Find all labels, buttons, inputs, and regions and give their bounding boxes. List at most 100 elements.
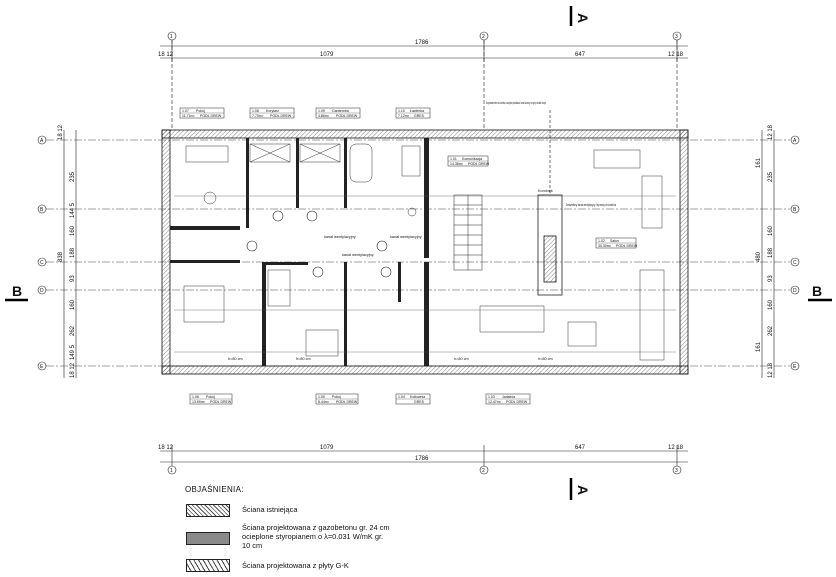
outer-walls xyxy=(161,129,689,375)
svg-text:18 12: 18 12 xyxy=(70,362,76,378)
svg-text:Doprowadzenie do kominka z wnę: Doprowadzenie do kominka z wnętrza podda… xyxy=(486,101,546,105)
dim-edge-left-bottom: 18 12 xyxy=(158,445,174,451)
svg-text:Pokój: Pokój xyxy=(332,395,341,399)
legend-label-aac: Ściana projektowana z gazobetonu gr. 24 … xyxy=(242,523,390,550)
svg-text:h=80 cm: h=80 cm xyxy=(296,357,311,361)
svg-text:PODŁ DREW: PODŁ DREW xyxy=(506,400,528,404)
svg-text:160: 160 xyxy=(70,299,76,310)
dim-edge-left-top: 18 12 xyxy=(158,52,174,58)
svg-text:160: 160 xyxy=(768,299,774,310)
svg-text:188: 188 xyxy=(70,247,76,258)
svg-text:235: 235 xyxy=(768,171,774,182)
svg-text:B: B xyxy=(40,207,44,213)
svg-text:188: 188 xyxy=(768,247,774,258)
room-tags-inner: 1.01 Komunikacja 14.38m² PODŁ DREW 1.02 … xyxy=(447,155,638,249)
svg-text:kanał wentylacyjny: kanał wentylacyjny xyxy=(324,235,356,239)
svg-text:1.02: 1.02 xyxy=(598,239,605,243)
svg-text:A: A xyxy=(575,13,591,23)
dim-right-span-bottom: 647 xyxy=(575,445,586,451)
svg-text:3: 3 xyxy=(675,34,678,40)
svg-text:h=80 cm: h=80 cm xyxy=(454,357,469,361)
svg-text:B: B xyxy=(12,283,22,299)
svg-text:1: 1 xyxy=(170,34,173,40)
section-marker-bottom: A xyxy=(569,478,591,500)
svg-text:161: 161 xyxy=(756,341,762,352)
svg-text:B: B xyxy=(793,207,797,213)
legend-swatch-existing xyxy=(186,504,230,517)
svg-text:480: 480 xyxy=(756,251,762,262)
svg-text:Jadalnia: Jadalnia xyxy=(502,395,515,399)
svg-text:PODŁ DREW: PODŁ DREW xyxy=(270,114,292,118)
axis-bubbles-left: A B C D E xyxy=(37,135,47,371)
furniture xyxy=(183,143,665,361)
svg-text:C: C xyxy=(40,260,44,266)
svg-text:E: E xyxy=(40,364,44,370)
svg-text:7.12m²: 7.12m² xyxy=(398,114,410,118)
legend-swatch-gk xyxy=(186,559,230,572)
svg-text:12 18: 12 18 xyxy=(768,124,774,140)
svg-text:12.47m²: 12.47m² xyxy=(488,400,502,404)
svg-text:1: 1 xyxy=(170,468,173,474)
svg-text:3: 3 xyxy=(675,468,678,474)
section-marker-top: A xyxy=(569,6,591,26)
door-markers xyxy=(246,210,392,278)
svg-text:262: 262 xyxy=(768,325,774,336)
legend-swatch-aac xyxy=(186,532,230,545)
room-tags-bottom: 1.06 Pokój 13.99m² PODŁ DREW 1.05 Pokój … xyxy=(189,393,531,405)
svg-text:13.99m²: 13.99m² xyxy=(192,400,206,404)
svg-text:11.71m²: 11.71m² xyxy=(182,114,195,118)
svg-text:30.30m²: 30.30m² xyxy=(598,244,612,248)
svg-text:144 5: 144 5 xyxy=(70,202,76,218)
section-marker-right: B xyxy=(808,283,832,302)
svg-text:E: E xyxy=(793,364,797,370)
svg-text:PODŁ DREW: PODŁ DREW xyxy=(200,114,222,118)
dim-right-span-top: 647 xyxy=(575,52,586,58)
svg-text:A: A xyxy=(793,138,797,144)
svg-text:B: B xyxy=(812,283,822,299)
svg-text:GRES: GRES xyxy=(414,400,425,404)
dim-edge-right-bottom: 12 18 xyxy=(668,445,684,451)
svg-text:A: A xyxy=(40,138,44,144)
svg-text:GRES: GRES xyxy=(414,114,425,118)
svg-text:1.04: 1.04 xyxy=(398,395,405,399)
right-dimensions xyxy=(761,130,775,378)
legend-title: OBJAŚNIENIA: xyxy=(185,485,244,494)
svg-text:PODŁ DREW: PODŁ DREW xyxy=(336,114,358,118)
svg-text:1.10: 1.10 xyxy=(398,109,405,113)
svg-text:1.09: 1.09 xyxy=(318,109,325,113)
svg-text:7.70m²: 7.70m² xyxy=(252,114,264,118)
svg-text:kanał wentylacyjny: kanał wentylacyjny xyxy=(390,235,422,239)
svg-text:PODŁ DREW: PODŁ DREW xyxy=(210,400,232,404)
svg-text:14.38m²: 14.38m² xyxy=(450,162,464,166)
svg-text:2: 2 xyxy=(482,34,485,40)
svg-text:93: 93 xyxy=(70,275,76,282)
svg-text:93: 93 xyxy=(768,275,774,282)
dim-edge-right-top: 12 18 xyxy=(668,52,684,58)
axis-bubbles-bottom: 1 2 3 xyxy=(167,465,682,475)
section-marker-left: B xyxy=(5,283,28,302)
svg-text:1.08: 1.08 xyxy=(252,109,259,113)
room-tags-top: 1.07 Pokój 11.71m² PODŁ DREW 1.08 Koryta… xyxy=(179,107,431,119)
axis-bubbles-right: A B C D E xyxy=(790,135,800,371)
axis-bubbles-top: 1 2 3 xyxy=(167,31,682,41)
dim-overall-bottom: 1786 xyxy=(415,456,429,462)
svg-text:12 18: 12 18 xyxy=(768,362,774,378)
room-dim-lines xyxy=(174,195,676,353)
svg-text:1.06: 1.06 xyxy=(192,395,199,399)
right-dim-labels: 12 18 161 235 160 188 93 160 262 161 12 … xyxy=(756,124,774,378)
svg-text:4.86m²: 4.86m² xyxy=(318,114,330,118)
top-dimensions xyxy=(160,36,688,130)
svg-text:Korytarz: Korytarz xyxy=(266,109,279,113)
svg-text:1.01: 1.01 xyxy=(450,157,457,161)
svg-text:2: 2 xyxy=(482,468,485,474)
svg-text:Pokój: Pokój xyxy=(206,395,215,399)
svg-text:18 12: 18 12 xyxy=(58,124,64,140)
svg-text:235: 235 xyxy=(70,171,76,182)
dim-left-span-bottom: 1079 xyxy=(320,445,334,451)
drawing-notes: Doprowadzenie do kominka z wnętrza podda… xyxy=(228,101,616,361)
svg-text:PODŁ DREW: PODŁ DREW xyxy=(468,162,490,166)
staircase xyxy=(453,194,483,271)
svg-text:C: C xyxy=(793,260,797,266)
legend-label-gk: Ściana projektowana z płyty G-K xyxy=(242,561,349,570)
left-dim-labels: 18 12 235 144 5 160 188 93 160 262 149 5… xyxy=(58,124,76,378)
